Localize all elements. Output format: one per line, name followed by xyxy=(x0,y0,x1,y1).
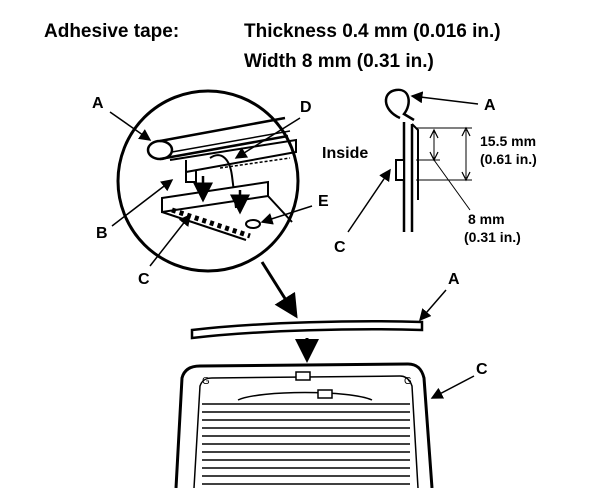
label-c-section: C xyxy=(334,239,346,256)
svg-text:G: G xyxy=(404,376,412,387)
header-thickness: Thickness 0.4 mm (0.016 in.) xyxy=(244,21,501,42)
header-width: Width 8 mm (0.31 in.) xyxy=(244,51,434,72)
label-b-detail: B xyxy=(96,225,108,242)
label-c-main: C xyxy=(476,361,488,378)
dim-height-in: (0.61 in.) xyxy=(480,151,537,167)
dim-width-mm: 8 mm xyxy=(468,211,505,227)
rear-window: G G xyxy=(174,362,434,488)
cross-section xyxy=(384,88,472,232)
detail-magnifier xyxy=(116,89,300,273)
label-inside: Inside xyxy=(322,145,369,162)
label-e-detail: E xyxy=(318,193,329,210)
dim-height-mm: 15.5 mm xyxy=(480,133,537,149)
label-a-detail: A xyxy=(92,95,104,112)
dim-width-in: (0.31 in.) xyxy=(464,229,521,245)
label-a-section: A xyxy=(484,97,496,114)
label-d-detail: D xyxy=(300,99,312,116)
svg-text:G: G xyxy=(202,376,210,387)
label-a-main: A xyxy=(448,271,460,288)
label-c-detail: C xyxy=(138,271,150,288)
header-title: Adhesive tape: xyxy=(44,21,180,42)
